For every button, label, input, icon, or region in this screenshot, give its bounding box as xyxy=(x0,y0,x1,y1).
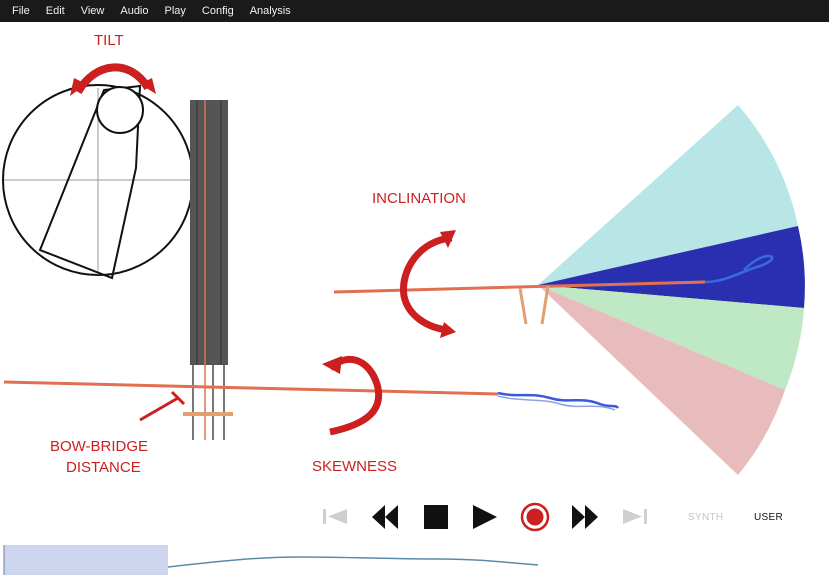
skewness-label: SKEWNESS xyxy=(312,458,398,475)
bowing-visualization xyxy=(2,63,805,475)
tilt-label: TILT xyxy=(94,32,124,49)
tilt-arrow-head-right xyxy=(140,78,156,94)
record-button[interactable] xyxy=(520,502,550,532)
skewness-arrow xyxy=(327,355,383,436)
bow-trace-upper xyxy=(704,254,774,284)
fingerboard xyxy=(190,100,228,365)
user-mode-label[interactable]: USER xyxy=(754,512,783,523)
timeline-strip[interactable] xyxy=(0,545,829,578)
inclination-label: INCLINATION xyxy=(372,190,466,207)
bow-stick-circle xyxy=(96,86,144,134)
bow-line-upper xyxy=(333,280,706,294)
fan-sector-blue xyxy=(538,226,805,308)
tilt-arrow-head-left xyxy=(70,78,86,96)
strings-view xyxy=(183,100,233,440)
fan-sector-pink xyxy=(538,285,785,475)
tilt-view xyxy=(2,63,194,280)
fast-forward-icon xyxy=(572,505,585,529)
menu-view[interactable]: View xyxy=(80,5,105,17)
bow-bridge-label-line1: BOW-BRIDGE xyxy=(50,438,149,455)
menu-bar: File Edit View Audio Play Config Analysi… xyxy=(0,0,829,22)
menu-analysis[interactable]: Analysis xyxy=(249,5,291,17)
menu-file[interactable]: File xyxy=(12,5,30,17)
menu-edit[interactable]: Edit xyxy=(45,5,65,17)
skip-forward-icon xyxy=(623,509,642,524)
rewind-button[interactable] xyxy=(372,505,398,529)
fan-sector-green xyxy=(538,285,804,390)
stop-icon xyxy=(424,505,448,529)
timeline-selection[interactable] xyxy=(4,545,168,575)
menu-config[interactable]: Config xyxy=(201,5,234,17)
bow-hair-profile xyxy=(38,84,142,280)
skip-back-button[interactable] xyxy=(323,509,347,524)
bridge xyxy=(183,412,233,416)
fast-forward-button[interactable] xyxy=(572,505,598,529)
synth-mode-label[interactable]: SYNTH xyxy=(688,512,724,523)
skip-forward-button[interactable] xyxy=(623,509,647,524)
bow-line-lower xyxy=(3,380,499,396)
rewind-icon xyxy=(372,505,385,529)
timeline-waveform xyxy=(167,556,539,568)
bow-bridge-label-line2: DISTANCE xyxy=(66,459,141,476)
play-icon xyxy=(473,505,497,529)
menu-play[interactable]: Play xyxy=(164,5,186,17)
stop-button[interactable] xyxy=(424,505,448,529)
inclination-fan xyxy=(538,105,805,475)
bow-trace-lower xyxy=(497,391,619,409)
play-button[interactable] xyxy=(473,505,497,529)
fan-sector-cyan xyxy=(538,105,798,285)
bow-bridge-indicator xyxy=(139,396,179,422)
menu-audio[interactable]: Audio xyxy=(120,5,149,17)
inclination-arrow xyxy=(400,234,453,334)
skip-back-icon xyxy=(328,509,347,524)
